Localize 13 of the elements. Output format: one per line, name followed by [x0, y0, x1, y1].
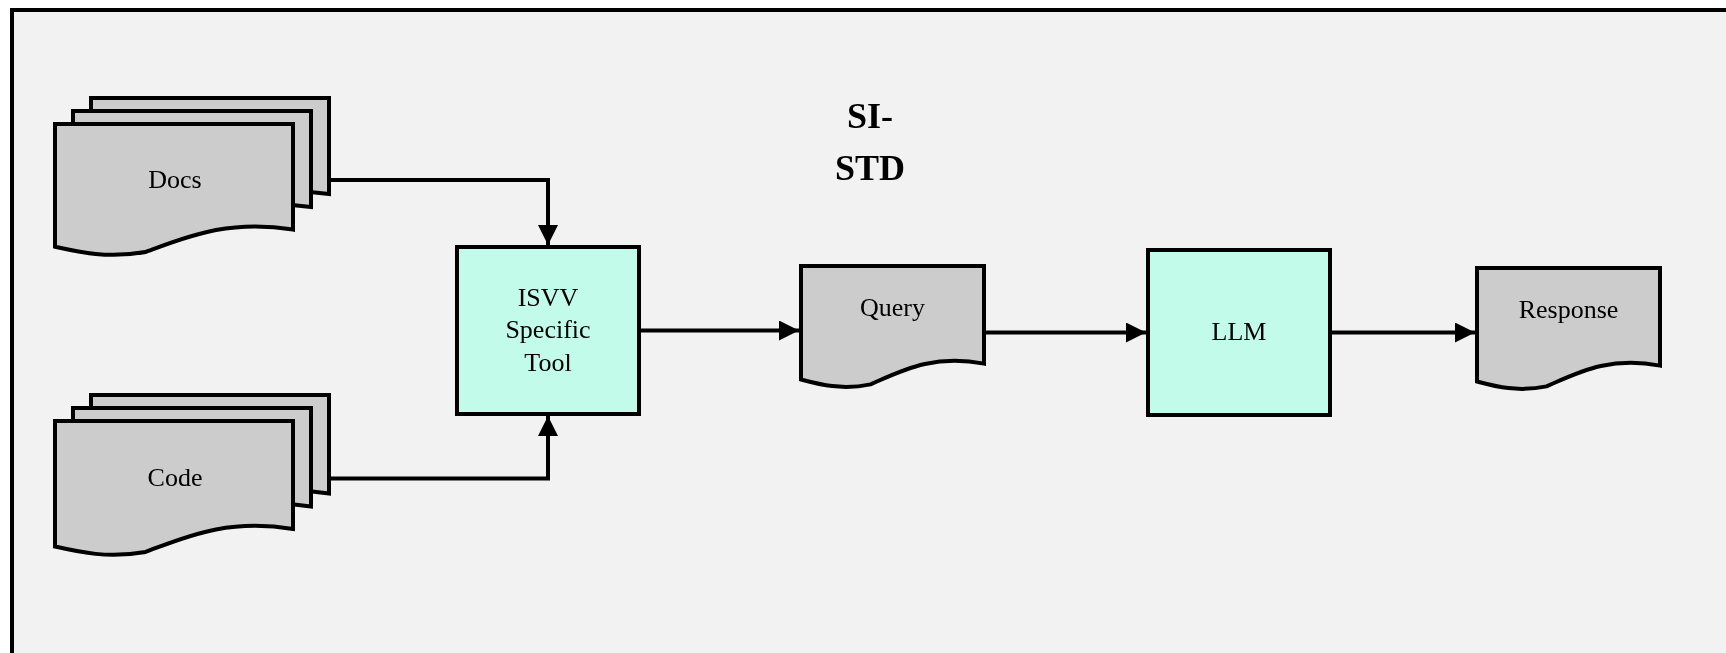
arrow [986, 322, 1146, 343]
node-label: Response [1518, 294, 1619, 327]
diagram-title: SI- STD [834, 95, 906, 191]
process-box [1146, 248, 1332, 417]
arrow [1332, 322, 1475, 343]
node-label: Docs [148, 163, 202, 196]
arrow [331, 416, 558, 481]
node-label: LLM [1211, 316, 1267, 349]
process-box [455, 245, 641, 416]
node-label: Query [860, 292, 925, 325]
arrow [641, 320, 799, 341]
node-label: ISVV Specific Tool [504, 281, 592, 379]
node-label: Code [147, 461, 203, 494]
